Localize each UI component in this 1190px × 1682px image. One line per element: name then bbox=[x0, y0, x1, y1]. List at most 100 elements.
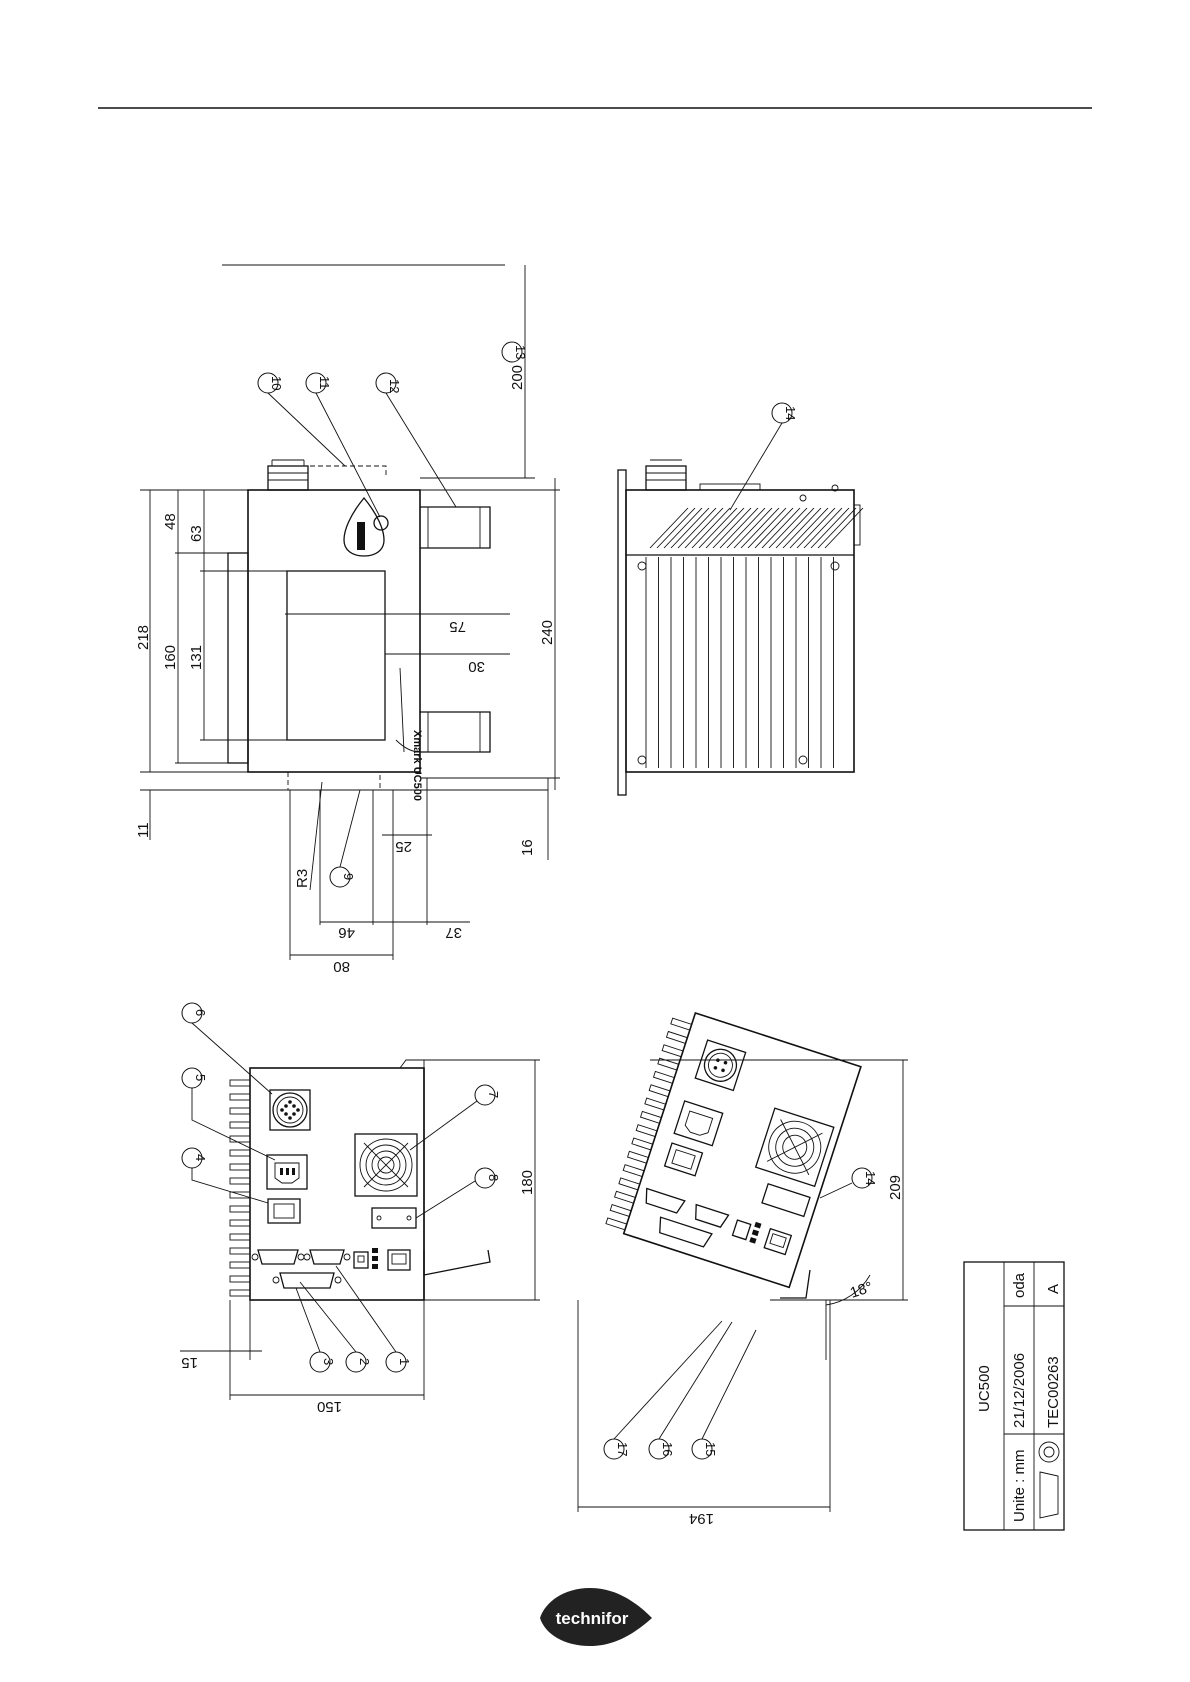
top-view-bracket-top bbox=[308, 466, 386, 478]
fin bbox=[230, 1206, 250, 1212]
rear-view-fins bbox=[230, 1080, 250, 1296]
fin bbox=[654, 1071, 675, 1083]
fin bbox=[619, 1178, 640, 1190]
callout-17: 17 bbox=[604, 1321, 722, 1459]
fin bbox=[610, 1205, 631, 1217]
svg-text:11: 11 bbox=[317, 376, 332, 390]
callout-16: 16 bbox=[649, 1322, 732, 1459]
fin bbox=[230, 1220, 250, 1226]
fin bbox=[649, 1085, 670, 1097]
svg-text:3: 3 bbox=[321, 1358, 336, 1365]
dim-160: 160 bbox=[162, 645, 179, 670]
fin bbox=[623, 1165, 644, 1177]
fin bbox=[230, 1234, 250, 1240]
tilted-housing bbox=[624, 1013, 861, 1287]
fin bbox=[230, 1248, 250, 1254]
callout-12: 12 bbox=[376, 373, 456, 507]
rear-view: 180 15 150 6 5 4 7 8 bbox=[180, 1003, 540, 1415]
top-view-logo-band bbox=[357, 522, 365, 550]
dim-46: 46 bbox=[338, 924, 355, 941]
fin bbox=[230, 1080, 250, 1086]
dim-194: 194 bbox=[689, 1510, 714, 1527]
callout-14-tilted: 14 bbox=[820, 1168, 878, 1198]
fin bbox=[628, 1151, 649, 1163]
svg-text:8: 8 bbox=[486, 1174, 501, 1181]
svg-text:13: 13 bbox=[513, 345, 528, 359]
top-view-side-plate bbox=[228, 553, 248, 763]
title-rev-label: oda bbox=[1011, 1272, 1028, 1298]
dim-63: 63 bbox=[188, 525, 205, 542]
dim-150: 150 bbox=[317, 1398, 342, 1415]
title-model: UC500 bbox=[976, 1365, 993, 1412]
svg-text:15: 15 bbox=[703, 1442, 718, 1456]
top-view-housing bbox=[248, 490, 420, 772]
svg-text:10: 10 bbox=[269, 376, 284, 390]
top-view-handle-lower bbox=[420, 712, 490, 752]
svg-text:7: 7 bbox=[486, 1091, 501, 1098]
title-date: 21/12/2006 bbox=[1011, 1353, 1028, 1428]
fin bbox=[230, 1122, 250, 1128]
top-view-bracket-bottom bbox=[288, 772, 380, 790]
svg-text:14: 14 bbox=[863, 1171, 878, 1185]
top-view: Xmark UC500 bbox=[135, 265, 560, 975]
dim-240: 240 bbox=[539, 620, 556, 645]
dim-11: 11 bbox=[135, 822, 152, 838]
dim-30: 30 bbox=[468, 658, 485, 675]
svg-text:12: 12 bbox=[387, 379, 402, 393]
svg-text:16: 16 bbox=[660, 1442, 675, 1456]
fin bbox=[230, 1136, 250, 1142]
svg-text:14: 14 bbox=[783, 406, 798, 420]
fin bbox=[615, 1191, 636, 1203]
fin bbox=[230, 1150, 250, 1156]
dim-80: 80 bbox=[333, 958, 350, 975]
dim-37: 37 bbox=[445, 924, 462, 941]
footer-logo-text: technifor bbox=[556, 1609, 629, 1628]
dim-75: 75 bbox=[449, 618, 466, 635]
dim-18-degrees: 18° bbox=[848, 1279, 875, 1302]
fin bbox=[671, 1018, 692, 1030]
fin bbox=[606, 1218, 627, 1230]
title-block: UC500 Unite : mm 21/12/2006 oda TEC00263… bbox=[964, 1262, 1064, 1530]
dim-180: 180 bbox=[519, 1170, 536, 1195]
side-view-housing bbox=[626, 490, 854, 772]
svg-text:17: 17 bbox=[615, 1442, 630, 1456]
projection-symbol-icon bbox=[1039, 1442, 1059, 1518]
rear-view-housing bbox=[250, 1068, 424, 1300]
fin bbox=[230, 1178, 250, 1184]
dim-218: 218 bbox=[135, 625, 152, 650]
side-view-connector bbox=[646, 460, 686, 490]
title-unit: Unite : mm bbox=[1011, 1449, 1028, 1522]
fin bbox=[666, 1032, 687, 1044]
fin bbox=[230, 1262, 250, 1268]
svg-text:4: 4 bbox=[193, 1154, 208, 1161]
fin bbox=[230, 1290, 250, 1296]
callout-13: 13 bbox=[502, 342, 528, 362]
svg-text:9: 9 bbox=[341, 873, 356, 880]
fin bbox=[230, 1094, 250, 1100]
callout-8: 8 bbox=[416, 1168, 501, 1218]
dim-15: 15 bbox=[181, 1354, 198, 1371]
top-view-connector bbox=[268, 460, 308, 490]
side-view-mount-plate bbox=[618, 470, 626, 795]
fin bbox=[662, 1045, 683, 1057]
fin bbox=[230, 1276, 250, 1282]
dim-16: 16 bbox=[519, 839, 536, 856]
svg-text:2: 2 bbox=[357, 1358, 372, 1365]
fin bbox=[632, 1138, 653, 1150]
dim-48: 48 bbox=[162, 513, 179, 530]
fin bbox=[645, 1098, 666, 1110]
fin bbox=[230, 1164, 250, 1170]
footer-logo: technifor bbox=[540, 1588, 652, 1646]
rear-leds bbox=[372, 1248, 378, 1269]
svg-text:6: 6 bbox=[193, 1009, 208, 1016]
fin bbox=[641, 1111, 662, 1123]
top-view-handle-upper bbox=[420, 507, 490, 548]
dim-r3: R3 bbox=[294, 869, 311, 888]
svg-text:5: 5 bbox=[193, 1074, 208, 1081]
dim-200: 200 bbox=[509, 365, 526, 390]
svg-text:1: 1 bbox=[397, 1358, 412, 1365]
fin bbox=[230, 1108, 250, 1114]
dim-25: 25 bbox=[395, 838, 412, 855]
title-rev-value: A bbox=[1045, 1284, 1062, 1294]
